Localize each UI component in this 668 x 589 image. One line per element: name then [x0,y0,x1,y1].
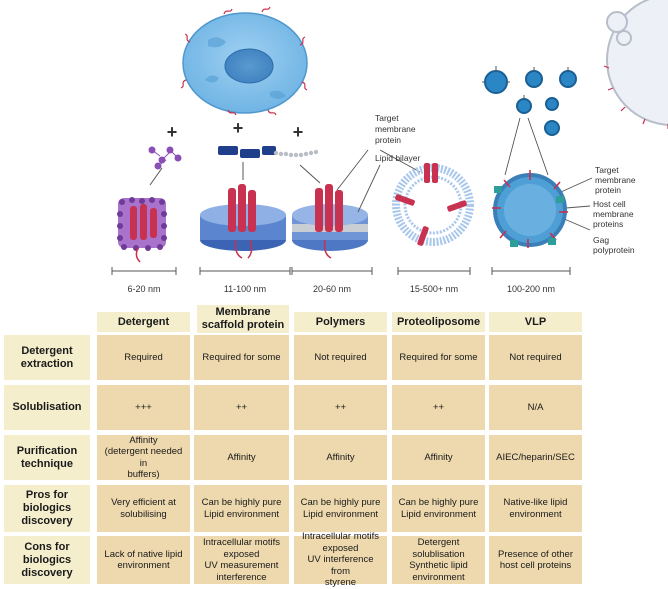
table-cell: Can be highly pure Lipid environment [392,485,485,532]
table-cell: +++ [97,385,190,430]
host-cell-partial [603,0,668,129]
callout-host-cell-membrane-proteins: Host cell [593,199,626,209]
table-cell: Affinity [194,435,289,480]
table-cell: Detergent solublisation Synthetic lipid … [392,536,485,584]
callout-labels: Target membrane protein Lipid bilayer Ta… [375,113,636,255]
table-cell: Required for some [194,335,289,380]
column-header-vlp: VLP [489,312,582,332]
nanodisc [200,184,286,259]
cell-arrows [149,162,321,186]
row-label-detergent-extraction: Detergent extraction [4,335,90,380]
row-label-purification-technique: Purification technique [4,435,90,480]
table-cell: Native-like lipid environment [489,485,582,532]
scaffold-protein-icon [218,146,276,158]
table-cell: Not required [489,335,582,380]
polymer-lipid-particle [292,184,368,259]
table-cell: Affinity [392,435,485,480]
table-cell: ++ [392,385,485,430]
membrane-protein-diagram: + + + [111,0,668,294]
callout-target-membrane-protein: Target [375,113,399,123]
table-cell: Presence of other host cell proteins [489,536,582,584]
row-label-cons: Cons for biologics discovery [4,536,90,584]
table-cell: Affinity [294,435,387,480]
table-cell: Can be highly pure Lipid environment [294,485,387,532]
callout-gag-polyprotein: polyprotein [593,245,635,255]
plus-sign: + [233,118,244,138]
column-header-polymers: Polymers [294,312,387,332]
virion-cluster [482,66,577,176]
callout-host-cell-membrane-proteins: proteins [593,219,623,229]
table-cell: Required for some [392,335,485,380]
callout-target-membrane-protein-vlp: Target [595,165,619,175]
callout-target-membrane-protein: membrane [375,124,416,134]
size-label-vlp: 100-200 nm [507,284,555,294]
size-label-proteoliposome: 15-500+ nm [410,284,458,294]
column-header-membrane-scaffold-protein: Membrane scaffold protein [197,305,289,333]
table-cell: Required [97,335,190,380]
table-cell: ++ [294,385,387,430]
table-cell: Intracellular motifs exposed UV measurem… [194,536,289,584]
plus-sign: + [167,122,178,142]
callout-gag-polyprotein: Gag [593,235,609,245]
table-cell: ++ [194,385,289,430]
callout-lipid-bilayer: Lipid bilayer [375,153,421,163]
size-label-detergent: 6-20 nm [127,284,160,294]
size-labels: 6-20 nm 11-100 nm 20-60 nm 15-500+ nm 10… [127,284,555,294]
callout-target-membrane-protein-vlp: membrane [595,175,636,185]
size-label-polymer: 20-60 nm [313,284,351,294]
callout-target-membrane-protein: protein [375,135,401,145]
table-cell: Affinity (detergent needed in buffers) [97,435,190,480]
polymer-chain-icon [273,149,319,158]
column-header-detergent: Detergent [97,312,190,332]
callout-target-membrane-protein-vlp: protein [595,185,621,195]
callout-host-cell-membrane-proteins: membrane [593,209,634,219]
detergent-molecules-icon [148,146,182,170]
column-header-proteoliposome: Proteoliposome [392,312,485,332]
table-cell: AIEC/heparin/SEC [489,435,582,480]
virus-like-particle [492,170,568,248]
table-cell: Lack of native lipid environment [97,536,190,584]
table-cell: Very efficient at solubilising [97,485,190,532]
plus-sign: + [293,122,304,142]
source-cell [180,6,308,116]
row-label-solublisation: Solublisation [4,385,90,430]
table-cell: N/A [489,385,582,430]
detergent-micelle [117,197,167,263]
size-scale-bars [111,267,571,275]
row-label-pros: Pros for biologics discovery [4,485,90,532]
table-cell: Not required [294,335,387,380]
table-cell: Intracellular motifs exposed UV interfer… [294,531,387,588]
size-label-nanodisc: 11-100 nm [224,284,266,294]
table-cell: Can be highly pure Lipid environment [194,485,289,532]
proteoliposome [392,163,474,246]
